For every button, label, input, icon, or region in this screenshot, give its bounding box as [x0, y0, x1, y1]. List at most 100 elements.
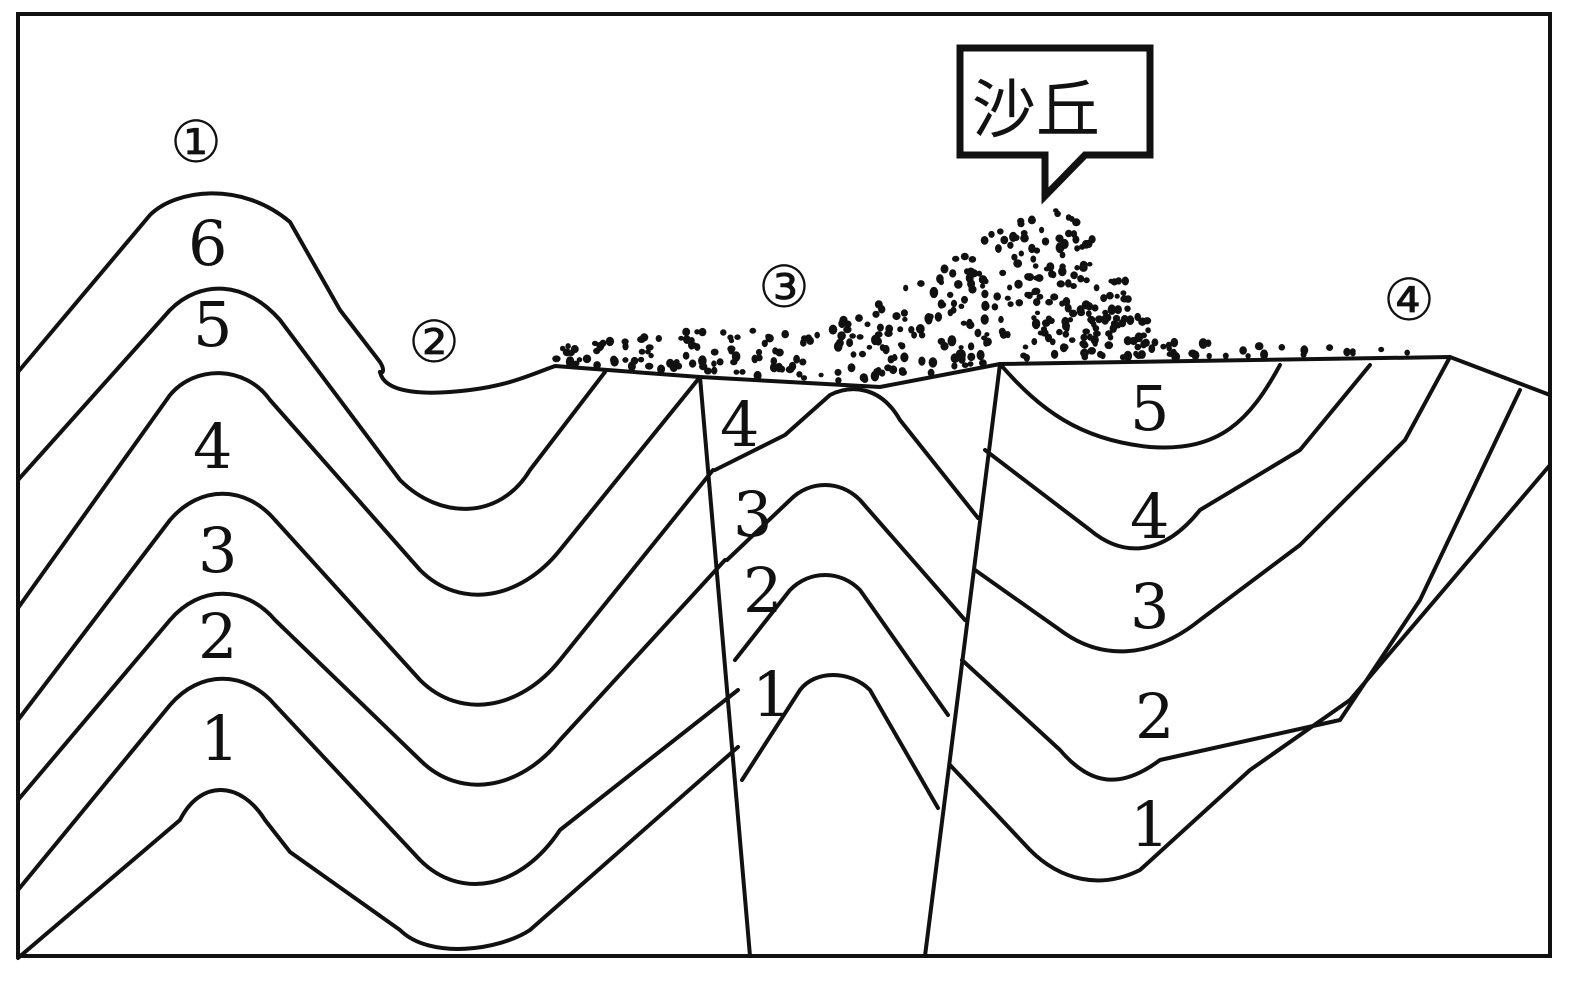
sand-grain: [1065, 279, 1072, 288]
sand-grain: [765, 333, 772, 339]
sand-grain: [1206, 352, 1212, 360]
left-layer-label-5: 5: [193, 288, 232, 361]
middle-boundary-4-3: [713, 387, 980, 520]
sand-grain: [974, 328, 982, 338]
sand-grain: [1239, 346, 1247, 355]
sand-grain: [1140, 332, 1147, 339]
sand-grain: [796, 371, 803, 378]
sand-grain: [716, 358, 724, 366]
sand-grain: [1080, 266, 1086, 271]
sand-grain: [1022, 344, 1029, 350]
sand-grain: [1041, 237, 1050, 246]
sand-grain: [980, 314, 989, 325]
sand-grain: [879, 369, 886, 377]
sand-grain: [655, 335, 662, 342]
sand-grain: [1045, 298, 1053, 306]
sand-grain: [1121, 276, 1130, 286]
sand-grain: [837, 331, 846, 341]
sand-grain: [934, 312, 943, 322]
sand-grain: [947, 291, 954, 298]
sand-grain: [936, 274, 944, 284]
right-boundary-5-4: [998, 362, 1282, 450]
sand-grain: [645, 344, 654, 351]
sand-grain: [1198, 338, 1208, 349]
sand-grain: [734, 334, 741, 341]
sand-grain: [1000, 235, 1009, 245]
sand-grain: [1134, 343, 1142, 351]
sand-grain: [968, 285, 977, 294]
sand-grain: [793, 354, 800, 364]
sand-grain: [1013, 259, 1023, 268]
sand-grain: [911, 331, 917, 339]
left-boundary-6-5: [16, 286, 607, 511]
sand-grain: [1349, 348, 1356, 354]
sand-grain: [1088, 235, 1096, 244]
sand-grain: [800, 375, 808, 381]
sand-grain: [1020, 230, 1028, 237]
sand-grain: [645, 362, 654, 370]
sand-grain: [622, 357, 629, 363]
location-marker-4: ④: [1383, 266, 1435, 334]
sand-grain: [1074, 265, 1080, 271]
sand-grain: [884, 364, 892, 372]
sand-grain: [982, 302, 990, 311]
sand-grain: [711, 360, 717, 368]
sand-grain: [1015, 299, 1024, 307]
sand-grain: [1070, 283, 1077, 289]
left-layer-label-4: 4: [193, 410, 232, 483]
sand-grain: [1077, 275, 1085, 283]
sand-grain: [999, 269, 1007, 277]
sand-grain: [1115, 277, 1122, 285]
sand-grain: [778, 365, 786, 373]
sand-grain: [949, 269, 957, 278]
sand-grain: [1085, 302, 1094, 311]
sand-grain: [997, 228, 1004, 235]
right-boundary-2-1: [960, 388, 1522, 782]
sand-grain: [892, 312, 901, 321]
sand-grain: [814, 331, 820, 339]
sand-grain: [900, 352, 909, 363]
sand-grain: [958, 303, 965, 309]
right-boundary-1-base: [948, 463, 1552, 883]
left-layer-label-3: 3: [198, 514, 237, 587]
sand-grain: [1043, 266, 1050, 272]
sand-grain: [605, 336, 615, 347]
sand-grain: [892, 353, 898, 361]
sand-grain: [916, 324, 925, 334]
left-boundary-4-3: [16, 468, 715, 722]
sand-grain: [918, 356, 926, 366]
sand-grain: [755, 348, 763, 356]
sand-grain: [1023, 354, 1030, 362]
sand-grain: [682, 327, 691, 337]
sand-grain: [1101, 314, 1110, 325]
sand-grain: [739, 369, 746, 375]
sand-grain: [1114, 293, 1120, 299]
sand-grain: [1065, 214, 1072, 221]
sand-grain: [1124, 305, 1131, 312]
sand-grain: [1300, 351, 1307, 358]
sand-grain: [918, 332, 926, 339]
sand-grain: [1082, 328, 1090, 335]
sand-grain: [788, 361, 797, 371]
sand-grain: [1062, 343, 1069, 351]
sand-grain: [770, 357, 778, 366]
sand-grain: [1120, 290, 1127, 296]
sand-grain: [1059, 251, 1066, 259]
sand-grain: [1031, 338, 1038, 346]
dune-callout-label: 沙丘: [972, 74, 1100, 148]
sand-grain: [1114, 305, 1122, 315]
sand-grain: [591, 340, 599, 347]
sand-grain: [1069, 309, 1078, 318]
sand-grain: [1036, 293, 1044, 300]
sand-grain: [657, 364, 666, 374]
sand-grain: [1055, 242, 1065, 254]
sand-grain: [648, 352, 654, 359]
sand-grain: [846, 338, 854, 348]
sand-grain: [1160, 343, 1167, 350]
sand-grain: [818, 372, 824, 378]
sand-grain: [1092, 325, 1100, 332]
sand-grain: [960, 320, 968, 326]
sand-grain: [1107, 304, 1117, 316]
sand-grain: [1037, 330, 1044, 336]
sand-grain: [1129, 336, 1138, 346]
